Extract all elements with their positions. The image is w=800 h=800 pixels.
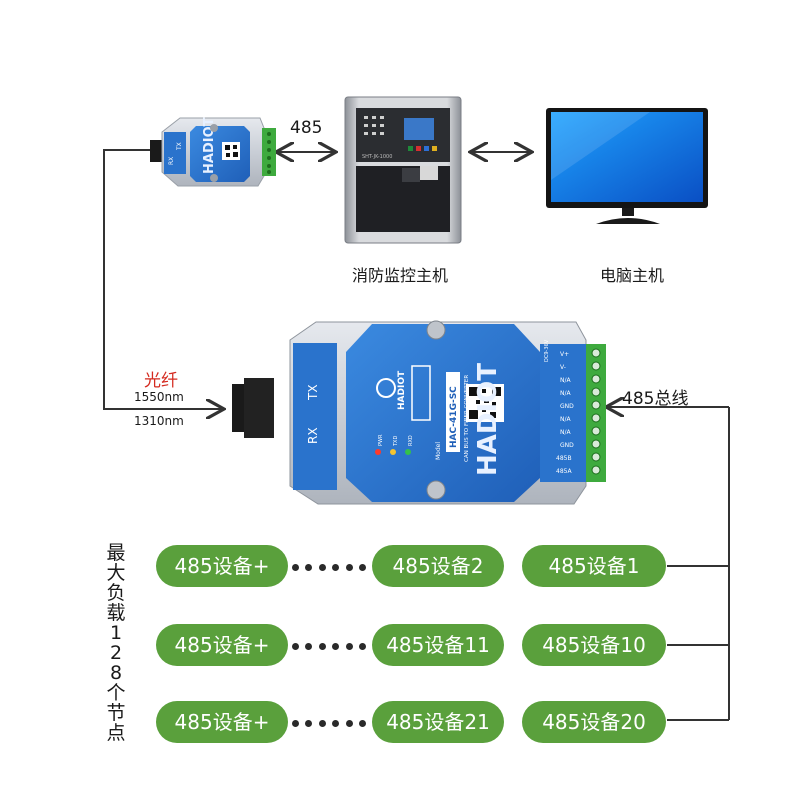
- wavelength-1310-label: 1310nm: [134, 414, 184, 428]
- screw-top: [426, 320, 446, 340]
- fire-panel-label: SHT-JK-1000: [362, 154, 392, 160]
- terminal-label: GND: [560, 403, 574, 410]
- device-pill-row3-first: 485设备20: [522, 701, 666, 743]
- terminal-label: V-: [560, 364, 566, 371]
- terminal-block: [586, 344, 606, 482]
- device-pill-row1-mid: 485设备2: [372, 545, 504, 587]
- device-pill-row2-mid: 485设备11: [372, 624, 504, 666]
- led-txd-label: TXD: [393, 436, 399, 447]
- max-load-char: 8: [109, 662, 123, 684]
- terminal-dc-label: DC9-36V: [544, 339, 550, 362]
- max-load-char: 负: [106, 582, 126, 604]
- device-pill-row1-more: 485设备+: [156, 545, 288, 587]
- pc-monitor: [546, 108, 708, 224]
- led-pwr: [375, 449, 381, 455]
- terminal-labels: V+ V- N/A N/A GND N/A N/A GND 485B 485A: [556, 351, 574, 475]
- terminal-label: N/A: [560, 377, 572, 384]
- terminal-label: N/A: [560, 390, 572, 397]
- terminal-label: 485B: [556, 455, 572, 462]
- max-load-char: 载: [106, 602, 126, 624]
- main-converter-tx: TX: [306, 384, 320, 401]
- connection-lines: [103, 149, 730, 721]
- terminal-label: V+: [560, 351, 569, 358]
- led-txd: [390, 449, 396, 455]
- ellipsis-dots: [292, 719, 366, 727]
- max-load-char: 节: [106, 702, 126, 724]
- device-pill-row2-more: 485设备+: [156, 624, 288, 666]
- main-converter-rx: RX: [306, 427, 320, 444]
- small-converter-rx: RX: [168, 157, 175, 165]
- fire-host-label: 消防监控主机: [352, 266, 449, 285]
- max-load-char: 1: [109, 622, 123, 644]
- pc-host-label: 电脑主机: [600, 266, 665, 285]
- device-pill-row1-first: 485设备1: [522, 545, 666, 587]
- max-load-char: 2: [109, 642, 123, 664]
- max-load-char: 个: [106, 682, 126, 704]
- main-converter-brand: HADIOT: [473, 363, 503, 476]
- ellipsis-dots: [292, 642, 366, 650]
- terminal-label: GND: [560, 442, 574, 449]
- fiber-converter-main: TX RX HADIOT Model HAC-41G-SC CAN BUS TO…: [232, 320, 606, 505]
- terminal-label: 485A: [556, 468, 572, 475]
- main-converter-model: HAC-41G-SC: [449, 386, 459, 448]
- led-pwr-label: PWR: [378, 434, 384, 446]
- screw-bottom: [426, 480, 446, 500]
- device-pill-row3-mid: 485设备21: [372, 701, 504, 743]
- bus-485-top-label: 485: [290, 118, 323, 138]
- led-rxd-label: RXD: [408, 435, 414, 446]
- bus-485-label: 485总线: [622, 389, 689, 409]
- fiber-label: 光纤: [144, 371, 178, 391]
- max-load-char: 大: [106, 562, 126, 584]
- led-rxd: [405, 449, 411, 455]
- main-converter-brand-small: HADIOT: [397, 370, 407, 410]
- small-converter: RX TX HADIOT: [150, 117, 276, 187]
- max-load-char: 最: [106, 542, 126, 564]
- ellipsis-dots: [292, 563, 366, 571]
- terminal-label: N/A: [560, 416, 572, 423]
- device-pill-row2-first: 485设备10: [522, 624, 666, 666]
- fiber-link-line: [103, 149, 222, 409]
- wavelength-1550-label: 1550nm: [134, 390, 184, 404]
- small-converter-tx: TX: [176, 142, 183, 151]
- main-converter-model-prefix: Model: [435, 442, 442, 460]
- device-pill-row3-more: 485设备+: [156, 701, 288, 743]
- terminal-label: N/A: [560, 429, 572, 436]
- fire-control-host: SHT-JK-1000: [344, 96, 462, 244]
- max-load-char: 点: [106, 722, 126, 744]
